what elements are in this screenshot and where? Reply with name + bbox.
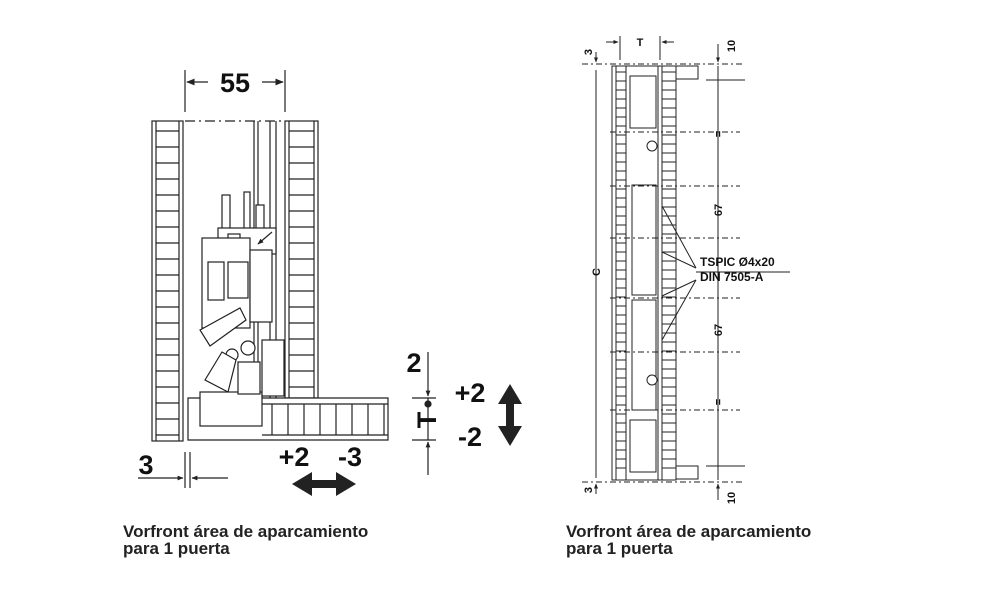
dim-10-top-label: 10 [726, 40, 738, 52]
vertical-adjust-arrow [498, 384, 522, 446]
horizontal-adjust-arrow [292, 472, 356, 496]
left-caption-line2: para 1 puerta [123, 539, 230, 558]
left-caption: Vorfront área de aparcamiento para 1 pue… [123, 523, 368, 557]
dimension-right-chain [706, 44, 745, 500]
screw-note-line1: TSPIC Ø4x20 [700, 255, 775, 269]
door-hinges [629, 75, 658, 473]
adjust-left-label: -3 [338, 442, 362, 472]
dim-2-label: 2 [406, 348, 421, 378]
dim-C-label: C [591, 268, 603, 276]
dim-equal-top-label: = [713, 131, 725, 137]
adjust-right-label: +2 [279, 442, 310, 472]
dim-T-label: T [412, 411, 442, 428]
left-side-panel [151, 120, 184, 442]
dim-10-bottom-label: 10 [726, 492, 738, 504]
right-side-panel [284, 120, 319, 399]
dim-55-label: 55 [220, 68, 250, 98]
screw-note-line2: DIN 7505-A [700, 270, 764, 284]
right-elevation-view [582, 36, 790, 500]
frame-panel [661, 65, 699, 481]
dimension-55 [184, 70, 286, 112]
dim-67-top-label: 67 [713, 204, 725, 216]
dim-3-gap-label: 3 [138, 450, 153, 480]
right-caption-line2: para 1 puerta [566, 539, 673, 558]
dimension-T-top [606, 36, 674, 60]
right-caption: Vorfront área de aparcamiento para 1 pue… [566, 523, 811, 557]
dim-equal-bottom-label: = [713, 399, 725, 405]
screw-leaders [661, 205, 790, 341]
left-caption-line1: Vorfront área de aparcamiento [123, 522, 369, 541]
left-section-view [138, 70, 522, 496]
dim-T-top-label: T [637, 37, 644, 49]
dimension-vertical-2-T [412, 352, 436, 475]
dim-3-top-label: 3 [583, 49, 595, 55]
adjust-down-label: -2 [458, 422, 482, 452]
adjust-up-label: +2 [455, 378, 486, 408]
dimension-3-gap [138, 452, 228, 488]
dim-3-bottom-label: 3 [583, 487, 595, 493]
hinge-mechanism [199, 191, 285, 427]
right-caption-line1: Vorfront área de aparcamiento [566, 522, 812, 541]
dim-67-bottom-label: 67 [713, 324, 725, 336]
